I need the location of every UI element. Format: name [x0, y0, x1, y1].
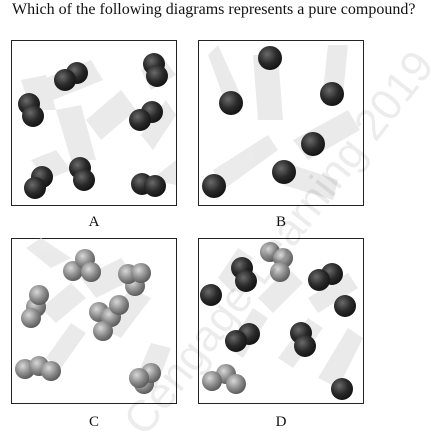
diagram-c-label: C — [88, 414, 99, 430]
diagram-d-molecules — [200, 242, 356, 400]
question-text: Which of the following diagrams represen… — [12, 1, 416, 18]
diagram-d[interactable] — [198, 238, 364, 404]
diagram-c-drawing — [11, 238, 177, 404]
diagram-a-molecules — [18, 53, 168, 199]
diagram-c-molecules — [15, 249, 161, 394]
diagram-c[interactable] — [11, 238, 177, 404]
diagram-d-drawing — [198, 238, 364, 404]
diagram-b[interactable] — [198, 40, 364, 206]
diagram-b-drawing — [198, 40, 364, 206]
diagram-d-label: D — [275, 414, 287, 430]
diagram-b-molecules — [202, 46, 344, 198]
diagram-b-label: B — [275, 214, 286, 230]
diagram-a-label: A — [88, 214, 100, 230]
diagram-a-drawing — [11, 40, 177, 206]
diagram-a[interactable] — [11, 40, 177, 206]
